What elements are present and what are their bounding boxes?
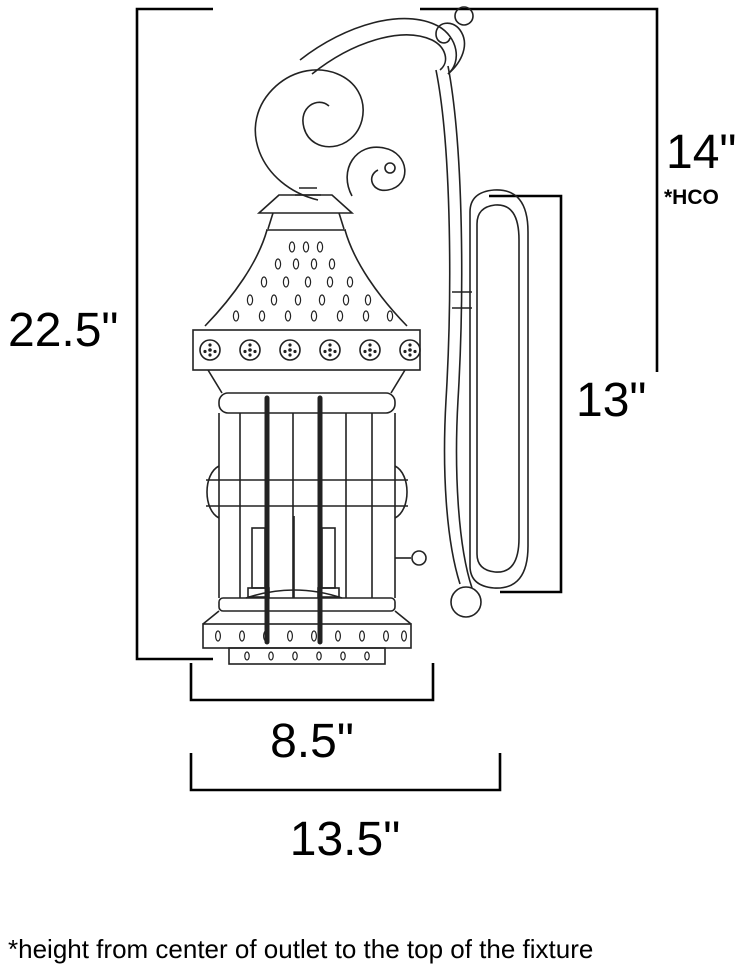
fixture-width-bracket bbox=[189, 663, 435, 702]
lantern-bell bbox=[204, 229, 408, 327]
rosette-band bbox=[192, 329, 421, 394]
lantern-drawing bbox=[192, 6, 529, 665]
thumbscrew bbox=[411, 550, 427, 566]
candle-cluster bbox=[245, 516, 343, 599]
overall-height-label: 22.5" bbox=[8, 304, 118, 357]
backplate-height-dimension: 13" bbox=[489, 194, 646, 594]
scroll-arm bbox=[254, 6, 482, 618]
arm-drop-inner bbox=[447, 65, 473, 589]
footnote-text: *height from center of outlet to the top… bbox=[8, 934, 593, 964]
overall-height-dimension: 22.5" bbox=[8, 7, 213, 661]
candle-left bbox=[251, 527, 266, 589]
bell-perforations bbox=[232, 241, 394, 322]
small-scroll-ball bbox=[384, 162, 396, 174]
arm-drop-outer bbox=[435, 69, 461, 585]
arm-upper-curve-inner bbox=[311, 34, 447, 75]
cage-mid-bulge bbox=[206, 465, 408, 519]
candle-cross-arm bbox=[245, 589, 343, 599]
base-flare bbox=[202, 610, 412, 625]
top-curl bbox=[435, 22, 466, 75]
cage-top-rim bbox=[218, 392, 396, 414]
backplate-inner bbox=[476, 204, 520, 573]
cage-bottom-rim bbox=[218, 597, 396, 612]
top-ball-finial bbox=[454, 6, 474, 26]
fixture-width-label: 8.5" bbox=[270, 715, 354, 768]
small-scroll-curve bbox=[346, 146, 406, 197]
candle-right bbox=[321, 527, 336, 589]
lantern-canopy bbox=[256, 187, 355, 231]
base-band-upper bbox=[202, 623, 412, 649]
overall-height-bracket bbox=[135, 7, 213, 661]
cage-thin-bars bbox=[239, 413, 373, 598]
lantern-base bbox=[202, 597, 412, 665]
cage-front-bars bbox=[264, 395, 323, 645]
band-frame bbox=[192, 329, 421, 371]
backplate-outer bbox=[469, 189, 529, 589]
band-taper bbox=[207, 369, 406, 394]
base-band-lower bbox=[228, 647, 386, 665]
hco-bracket bbox=[420, 7, 659, 372]
hco-label: 14" bbox=[666, 126, 736, 179]
backplate-height-bracket bbox=[489, 194, 563, 594]
bell-right-edge bbox=[344, 229, 408, 327]
hco-note-label: *HCO bbox=[664, 186, 719, 209]
extension-width-label: 13.5" bbox=[290, 813, 400, 866]
extension-width-bracket bbox=[189, 753, 502, 792]
arm-upper-curve bbox=[299, 17, 457, 75]
fixture-width-dimension: 8.5" bbox=[189, 663, 435, 768]
lantern-cage bbox=[206, 392, 427, 645]
mounting-backplate bbox=[469, 189, 529, 589]
bell-left-edge bbox=[204, 229, 268, 327]
arm-ball-finial bbox=[450, 586, 482, 618]
backplate-height-label: 13" bbox=[576, 374, 646, 427]
cap-neck bbox=[266, 212, 346, 231]
hco-dimension: 14" *HCO bbox=[420, 7, 736, 372]
base-band-upper-perforations bbox=[215, 630, 408, 642]
arm-plate-connector bbox=[452, 291, 472, 309]
large-scroll-curve bbox=[254, 69, 364, 201]
base-band-lower-perforations bbox=[244, 651, 370, 661]
cap-trapezoid bbox=[256, 194, 355, 214]
extension-width-dimension: 13.5" bbox=[189, 753, 502, 866]
